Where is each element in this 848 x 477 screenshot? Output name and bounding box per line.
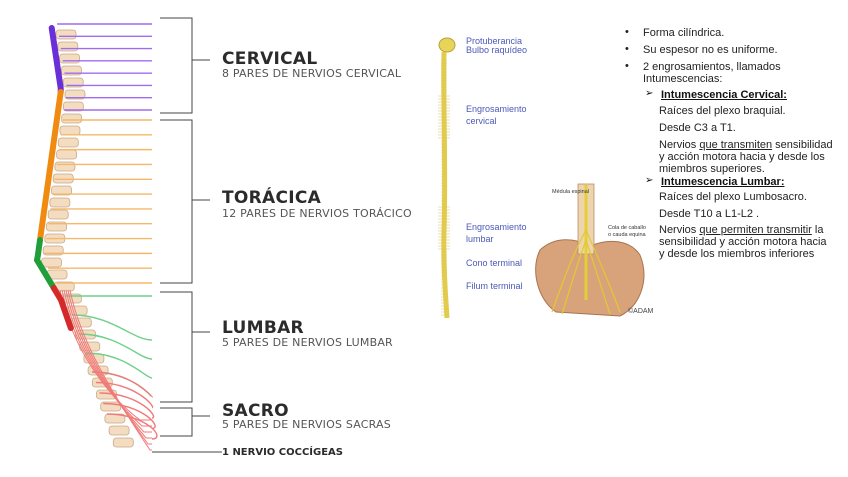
sacral-strand xyxy=(63,289,152,433)
vertebra xyxy=(54,161,76,172)
cord-segment xyxy=(50,285,74,331)
bullet-dot-2: • xyxy=(625,43,629,55)
region-subtitle-cervical: 8 PARES DE NERVIOS CERVICAL xyxy=(222,67,402,80)
nerve xyxy=(85,352,153,379)
spinal-nerves xyxy=(44,23,158,451)
arrow-bullet-icon: ➢ xyxy=(645,88,654,99)
nerve xyxy=(72,314,153,341)
lumbar-line-4: sensibilidad y acción motora hacia xyxy=(659,236,827,248)
cervical-line-1: Raíces del plexo braquial. xyxy=(659,105,786,117)
cervical-line-3a: Nervios xyxy=(659,139,700,151)
vertebra xyxy=(55,29,77,40)
adam-watermark: ©ADAM xyxy=(628,308,654,315)
cervical-line-5: miembros superiores. xyxy=(659,163,765,175)
pelvis-illustration xyxy=(535,183,645,317)
lumbar-line-3a: Nervios xyxy=(659,224,700,236)
label-cono-terminal: Cono terminal xyxy=(466,258,523,268)
label-engrosamiento-cervical-1: Engrosamiento xyxy=(466,104,527,114)
vertebra xyxy=(49,197,71,208)
region-title-sacral: SACRO xyxy=(222,401,289,421)
sacral-strand xyxy=(65,289,152,439)
sciatic-roots xyxy=(551,229,621,315)
bullet-dot-3: • xyxy=(625,60,629,72)
label-engrosamiento-cervical-2: cervical xyxy=(466,116,497,126)
header-intumescencia-cervical: Intumescencia Cervical: xyxy=(661,89,787,101)
cervical-line-4: y acción motora hacia y desde los xyxy=(659,151,825,163)
region-title-thoracic: TORÁCICA xyxy=(222,188,322,208)
label-engrosamiento-lumbar-1: Engrosamiento xyxy=(466,222,527,232)
region-brackets xyxy=(152,17,222,453)
vertebra xyxy=(59,53,80,64)
bullet-text-3: 2 engrosamientos, llamados xyxy=(643,61,781,73)
cord-roots xyxy=(438,59,450,316)
spinal-cord-segments xyxy=(33,25,74,331)
lumbar-line-5: y desde los miembros inferiores xyxy=(659,248,815,260)
bracket xyxy=(160,17,210,114)
bullet-text-2: Su espesor no es uniforme. xyxy=(643,44,778,56)
lumbar-line-2: Desde T10 a L1-L2 . xyxy=(659,208,760,220)
vertebra xyxy=(62,101,84,112)
cervical-line-2: Desde C3 a T1. xyxy=(659,122,736,134)
bullet-text-4: Intumescencias: xyxy=(643,73,723,85)
bracket xyxy=(160,407,210,437)
vertebra xyxy=(112,437,134,448)
cord-segment xyxy=(37,89,64,243)
bullet-text-1: Forma cilíndrica. xyxy=(643,27,725,39)
cord-shaft xyxy=(441,51,450,319)
cord-segment xyxy=(33,237,57,291)
vertebra xyxy=(56,149,77,160)
region-subtitle-sacral: 5 PARES DE NERVIOS SACRAS xyxy=(222,418,391,431)
bracket xyxy=(160,119,210,284)
vertebra xyxy=(61,113,83,124)
vertebra xyxy=(47,209,69,220)
coccygeal-label: 1 NERVIO COCCÍGEAS xyxy=(222,447,344,458)
sacral-strand xyxy=(67,289,152,445)
bullet-dot-1: • xyxy=(625,26,629,38)
cervical-line-3b: sensibilidad xyxy=(772,139,833,151)
vertebra xyxy=(52,173,74,184)
label-bulbo: Bulbo raquídeo xyxy=(466,45,528,55)
cervical-line-3: Nervios que transmiten sensibilidad xyxy=(659,139,833,151)
nerve xyxy=(103,402,156,430)
vertebra xyxy=(59,125,81,136)
lumbar-line-3b: la xyxy=(811,224,824,236)
vertebra xyxy=(57,41,79,52)
cord-segment xyxy=(48,25,64,95)
vertebra xyxy=(108,425,130,436)
label-protuberancia: Protuberancia xyxy=(466,36,523,46)
region-title-lumbar: LUMBAR xyxy=(222,318,304,338)
region-title-cervical: CERVICAL xyxy=(222,49,318,69)
brainstem-bulb xyxy=(438,37,456,53)
arrow-bullet-icon: ➢ xyxy=(645,175,654,186)
label-medula-espinal: Médula espinal xyxy=(552,189,589,195)
region-subtitle-lumbar: 5 PARES DE NERVIOS LUMBAR xyxy=(222,336,393,349)
vertebra xyxy=(57,137,79,148)
vertebra xyxy=(64,89,86,100)
header-intumescencia-lumbar: Intumescencia Lumbar: xyxy=(661,176,785,188)
vertebra xyxy=(51,185,72,196)
lumbar-line-3: Nervios que permiten transmitir la xyxy=(659,224,823,236)
sacral-strand xyxy=(69,289,152,451)
nerve xyxy=(78,333,153,360)
vertebra xyxy=(41,257,62,268)
cervical-line-3-underlined: que transmiten xyxy=(699,139,773,151)
region-subtitle-thoracic: 12 PARES DE NERVIOS TORÁCICO xyxy=(222,207,412,220)
isolated-spinal-cord xyxy=(438,37,456,319)
lumbar-line-3-underlined: que permiten transmitir xyxy=(699,224,812,236)
label-engrosamiento-lumbar-2: lumbar xyxy=(466,234,494,244)
label-cola-caballo-1: Cola de caballo xyxy=(608,225,646,231)
lumbar-line-1: Raíces del plexo Lumbosacro. xyxy=(659,191,807,203)
nerve xyxy=(99,392,155,419)
bracket xyxy=(160,291,210,403)
label-filum-terminal: Filum terminal xyxy=(466,281,523,291)
label-cola-caballo-2: o cauda equina xyxy=(608,232,646,238)
